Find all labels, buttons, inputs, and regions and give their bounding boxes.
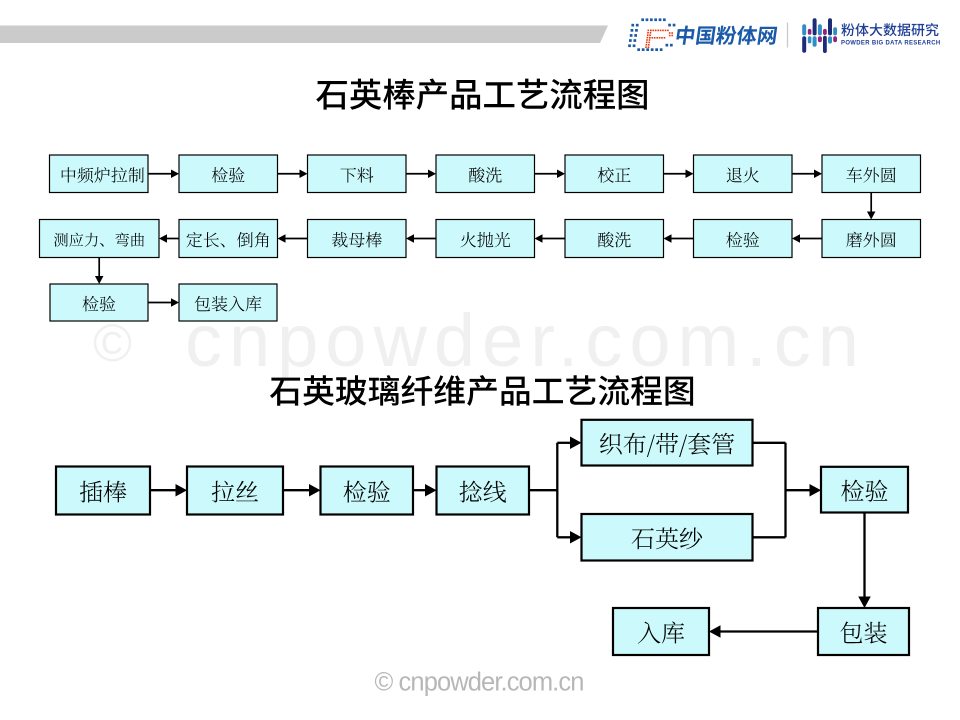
svg-text:©: © (93, 314, 132, 373)
svg-text:cnpowder.com.cn: cnpowder.com.cn (185, 299, 866, 382)
svg-text:POWDER BIG DATA RESEARCH: POWDER BIG DATA RESEARCH (841, 41, 941, 47)
svg-text:© cnpowder.com.cn: © cnpowder.com.cn (374, 669, 583, 697)
